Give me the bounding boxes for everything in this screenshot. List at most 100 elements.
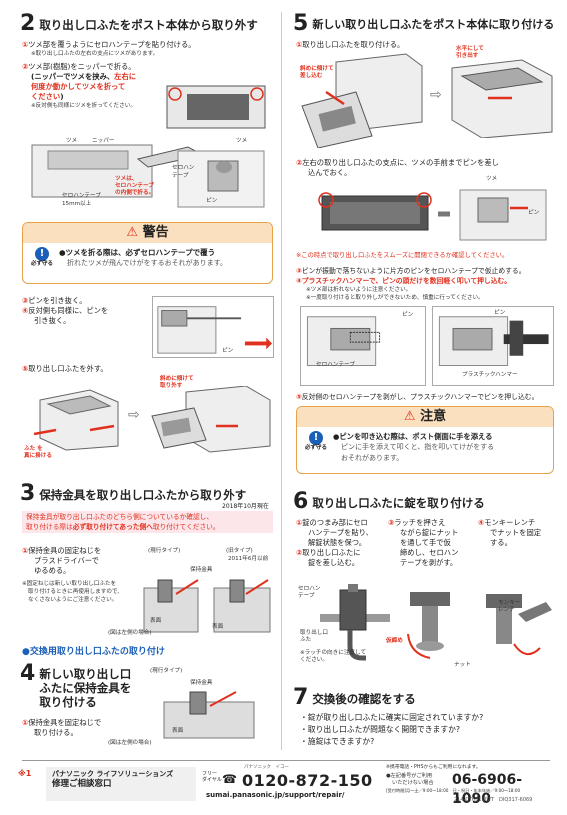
document-code: 214-CT651102T DIQ317-6069 (454, 797, 533, 803)
phone-number[interactable]: 06-6906-1090 (452, 772, 523, 807)
step-marker: ② (296, 548, 303, 557)
step-text: 反対側のセロハンテープを剥がし、プラスチックハンマーでピンを押し込む。 (301, 393, 539, 401)
notice-bold: 必ず取り付けてあった側へ (72, 523, 153, 531)
warning-triangle-icon: ⚠ (126, 225, 139, 240)
label-pin: ピン (494, 310, 506, 316)
label-hammer: プラスチックハンマー (462, 372, 518, 378)
tape-illustration (300, 306, 426, 386)
label-old-type: (旧タイプ) (226, 548, 253, 554)
replacement-lid-subheading: ●交換用取り出し口ふたの取り付け (22, 647, 165, 657)
note: なくさないようにご注意ください。 (28, 597, 118, 603)
text-red: 何度か動かしてツメを折って (31, 82, 126, 91)
lid-removed-illustration (146, 386, 272, 458)
note: ※取り出し口ふたの左右の支点にツメがあります。 (31, 51, 159, 57)
label-tsume: ツメ (486, 176, 498, 182)
label-pin: ピン (222, 348, 234, 354)
note: ※ツメ部は折れないように注意ください。 (306, 287, 412, 293)
phs-note: ※携帯電話・PHSからもご利用になれます。 (386, 765, 481, 770)
caution-title: 注意 (420, 409, 447, 424)
caution-text: おそれがあります。 (341, 454, 404, 462)
step-title-line: 取り付ける (39, 695, 97, 709)
step-3-heading: 3 保持金具を取り出し口ふたから取り外す (20, 481, 246, 506)
label-lid: ふた を 真に掛ける (24, 446, 52, 459)
lid-level-illustration (448, 54, 554, 138)
text-red: ください (31, 92, 61, 101)
step-text: する。 (490, 538, 512, 547)
warning-title: 警告 (142, 225, 169, 240)
step-title: 新しい取り出し口ふたをポスト本体に取り付ける (312, 18, 555, 31)
step-title-line: ふたに保持金具を (39, 681, 132, 695)
support-url[interactable]: sumai.panasonic.jp/support/repair/ (206, 791, 345, 799)
caution-bold: ●ピンを叩き込む際は、ポスト側面に手を添える (333, 432, 493, 441)
label-tsume-note: ツメは、 セロハンテープ の内側で折る。 (115, 176, 155, 196)
must-follow: ! 必ず守る (303, 431, 329, 464)
step-3-line-1b: プラスドライバーで (34, 556, 99, 565)
step-text: テープを剥がす。 (400, 558, 458, 567)
free-phone-number[interactable]: 0120-872-150 (242, 771, 373, 790)
note: ※一度取り付けると取り外しができないため、慎重に行ってください。 (306, 295, 484, 301)
step-text: 錠を差し込む。 (308, 558, 360, 567)
step-text: 取り出し口ふたを外す。 (28, 364, 108, 373)
bracket-side-notice: 保持金具が取り出し口ふたのどちら側についているか確認し、 取り付ける際は必ず取り… (22, 511, 273, 533)
step-number: 2 (20, 11, 36, 36)
note: ※固定ねじは新しい取り出し口ふたを (22, 581, 117, 587)
footnote-mark: ※1 (18, 769, 32, 778)
step-text: でナットを固定 (490, 528, 542, 537)
step-2-line-4b: 引き抜く。 (34, 316, 71, 325)
step-title: 取り出し口ふたをポスト本体から取り外す (39, 18, 258, 32)
check-item: ・取り出し口ふたが問題なく開閉できますか? (300, 725, 461, 734)
label-nipper: ニッパー (92, 138, 115, 144)
step-6-heading: 6 取り出し口ふたに錠を取り付ける (293, 491, 485, 513)
step-text: 解錠状態を保つ。 (308, 538, 367, 547)
step-text: ハンテープを貼り、 (308, 528, 373, 537)
check-item: ・施錠はできますか? (300, 737, 375, 746)
notice-text: 取り付けてください。 (152, 523, 220, 531)
must-follow: ! 必ず守る (29, 247, 55, 269)
step-marker: ③ (22, 296, 29, 305)
step-marker: ① (296, 518, 303, 527)
must-label: 必ず守る (30, 261, 53, 267)
warning-box: ⚠ 警告 ! 必ず守る ●ツメを折る際は、必ずセロハンテープで覆う 折れたツメが… (22, 222, 273, 284)
step-marker: ② (22, 62, 29, 71)
step-number: 3 (20, 481, 36, 506)
label-bracket: 保持金具 (190, 567, 213, 573)
label-nut: ナット (454, 662, 471, 668)
note: ※反対側も同様にツメを折ってください。 (31, 103, 136, 109)
contact-window: パナソニック ライフソリューションズ 修理ご相談窓口 (46, 767, 196, 801)
text-red: 左右に (114, 72, 137, 81)
tel-ruby: パナソニック イコー (244, 765, 289, 770)
warning-text: 折れたツメが飛んでけがをするおそれがあります。 (67, 259, 227, 267)
step-text: 締めし、セロハン (400, 548, 459, 557)
alt-note: いただけない場合 (392, 780, 434, 786)
label-tsume: ツメ (66, 138, 78, 144)
notice-text: 取り付ける際は (26, 523, 73, 531)
label-lid: 取り出し口 ふた (300, 630, 328, 643)
step-marker: ③ (296, 267, 302, 275)
step-4-heading: 4 新しい取り出し口 ふたに保持金具を 取り付ける (20, 663, 132, 710)
lid-insert-illustration (296, 52, 424, 148)
lid-illustration (165, 84, 267, 130)
step-marker: ⑤ (296, 393, 302, 401)
reception-hours: [受付時間]月～土／9:00～18:00 日・祝日・年末年始／9:00～18:0… (386, 788, 521, 793)
warning-bold: ●ツメを折る際は、必ずセロハンテープで覆う (59, 248, 216, 257)
step-text: ながら錠にナット (400, 528, 459, 537)
nipper-illustration (28, 137, 268, 213)
alt-note: ●左記番号がご利用 (386, 773, 433, 779)
text: (ニッパーでツメを挟み、 (31, 72, 115, 81)
step-7-heading: 7 交換後の確認をする (293, 687, 416, 709)
bracket-removal-illustration (140, 574, 274, 636)
caution-box: ⚠ 注意 ! 必ず守る ●ピンを叩き込む際は、ポスト側面に手を添える ピンに手を… (296, 406, 554, 474)
pin-insert-illustration (310, 184, 550, 244)
caution-text: ピンに手を添えて叩くと、指を叩いてけがをする (341, 443, 495, 451)
smooth-check-note: ※この時点で取り出し口ふたをスムーズに開閉できるか確認してください。 (296, 252, 509, 259)
label-tape: セロハン テープ (172, 165, 195, 179)
step-5-heading: 5 新しい取り出し口ふたをポスト本体に取り付ける (293, 13, 555, 35)
step-text: を通して手で仮 (400, 538, 451, 547)
label-current-type: (現行タイプ) (148, 548, 181, 554)
step-2-line-4: 反対側も同様に、ピンを (28, 306, 109, 315)
